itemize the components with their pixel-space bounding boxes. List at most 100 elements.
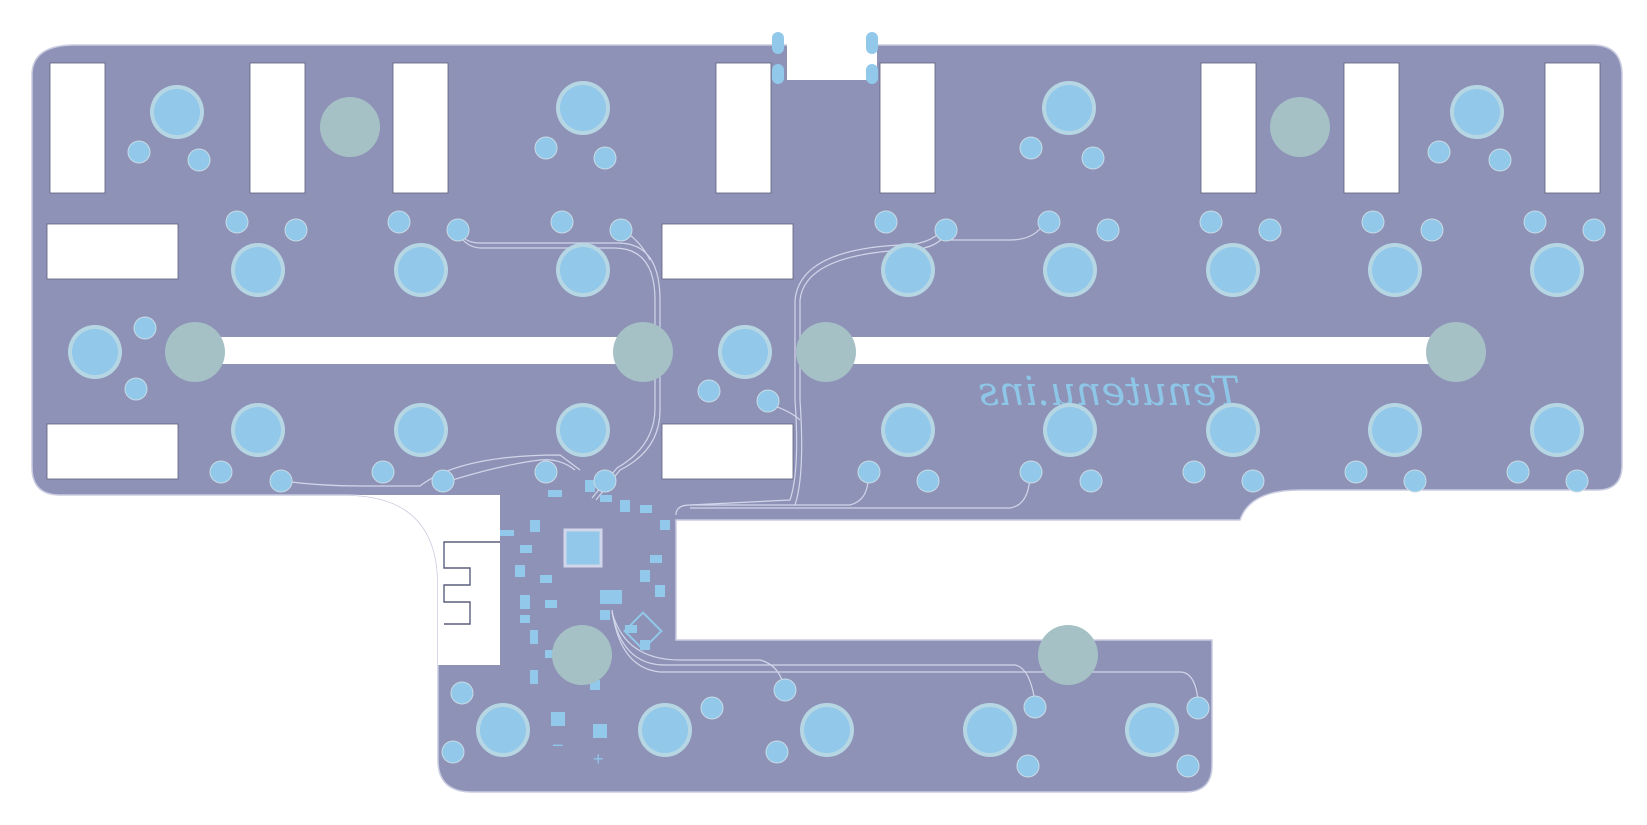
switch-pad	[1047, 247, 1093, 293]
switch-pad	[885, 247, 931, 293]
switch-pin-pad	[1258, 218, 1282, 242]
switch-pin-pad	[1241, 469, 1265, 493]
switch-pin-pad	[431, 469, 455, 493]
cutout-slot	[46, 223, 179, 280]
switch-pad	[398, 407, 444, 453]
switch-pads	[68, 81, 1606, 778]
switch-pin-pad	[1182, 460, 1206, 484]
switch-pin-pad	[700, 696, 724, 720]
mount-holes	[165, 97, 1486, 685]
switch-pin-pad	[1427, 140, 1451, 164]
mount-hole	[552, 625, 612, 685]
switch-pin-pad	[765, 740, 789, 764]
cutouts	[46, 62, 1601, 480]
switch-pin-pad	[1488, 148, 1512, 172]
switch-pad	[560, 407, 606, 453]
switch-pad	[1047, 407, 1093, 453]
switch-pin-pad	[1361, 210, 1385, 234]
antenna-icon	[443, 541, 500, 625]
mount-hole	[1426, 322, 1486, 382]
regulator	[623, 611, 663, 651]
mount-hole	[165, 322, 225, 382]
switch-pin-pad	[874, 210, 898, 234]
switch-pin-pad	[1199, 210, 1223, 234]
board-outline	[31, 44, 1623, 793]
cutout-slot	[715, 62, 772, 194]
switch-pin-pad	[1186, 696, 1210, 720]
switch-pin-pad	[127, 140, 151, 164]
switch-pin-pad	[1506, 460, 1530, 484]
switch-pin-pad	[1420, 218, 1444, 242]
switch-pin-pad	[593, 146, 617, 170]
switch-pin-pad	[284, 218, 308, 242]
cutout-slot	[46, 423, 179, 480]
switch-pad	[1046, 85, 1092, 131]
switch-pin-pad	[387, 210, 411, 234]
switch-pin-pad	[593, 469, 617, 493]
switch-pin-pad	[1037, 210, 1061, 234]
switch-pad	[1454, 89, 1500, 135]
switch-pin-pad	[1023, 695, 1047, 719]
switch-pin-pad	[1523, 210, 1547, 234]
switch-pin-pad	[1344, 460, 1368, 484]
switch-pin-pad	[1016, 754, 1040, 778]
stabilizer-slot	[848, 337, 1456, 364]
antenna-area	[345, 495, 500, 665]
switch-pin-pad	[371, 460, 395, 484]
usb-connector	[772, 32, 878, 84]
mount-hole	[1038, 625, 1098, 685]
cutout-slot	[249, 62, 306, 194]
polarity-minus: −	[552, 735, 564, 757]
switch-pad	[642, 707, 688, 753]
switch-pin-pad	[225, 210, 249, 234]
switch-pad	[560, 85, 606, 131]
mount-hole	[320, 97, 380, 157]
mount-hole	[1270, 97, 1330, 157]
switch-pad	[1372, 247, 1418, 293]
battery-pad-minus	[551, 712, 565, 726]
cutout-slot	[1200, 62, 1257, 194]
cutout-slot	[661, 423, 794, 480]
switch-pin-pad	[209, 460, 233, 484]
switch-pin-pad	[916, 469, 940, 493]
switch-pad	[398, 247, 444, 293]
switch-pad	[480, 707, 526, 753]
switch-pin-pad	[1019, 136, 1043, 160]
switch-pad	[1534, 247, 1580, 293]
switch-pad	[1129, 707, 1175, 753]
cutout-slot	[879, 62, 936, 194]
signature-icon: Tenutenu.ins	[978, 369, 1240, 415]
mount-hole	[796, 322, 856, 382]
battery-pad-plus	[593, 724, 607, 738]
switch-pin-pad	[697, 379, 721, 403]
switch-pin-pad	[534, 460, 558, 484]
switch-pin-pad	[1403, 469, 1427, 493]
switch-pin-pad	[1582, 218, 1606, 242]
switch-pin-pad	[1176, 754, 1200, 778]
switch-pin-pad	[609, 218, 633, 242]
switch-pin-pad	[441, 740, 465, 764]
cutout-slot	[392, 62, 449, 194]
cutout-slot	[1544, 62, 1601, 194]
switch-pin-pad	[1096, 218, 1120, 242]
switch-pin-pad	[1079, 469, 1103, 493]
switch-pad	[1372, 407, 1418, 453]
switch-pin-pad	[446, 218, 470, 242]
mount-hole	[613, 322, 673, 382]
switch-pad	[235, 247, 281, 293]
switch-pin-pad	[1019, 460, 1043, 484]
cutout-slot	[661, 223, 794, 280]
switch-pin-pad	[1081, 146, 1105, 170]
switch-pin-pad	[534, 136, 558, 160]
switch-pin-pad	[756, 389, 780, 413]
switch-pin-pad	[269, 469, 293, 493]
switch-pin-pad	[934, 218, 958, 242]
switch-pin-pad	[550, 210, 574, 234]
switch-pad	[1210, 247, 1256, 293]
switch-pin-pad	[450, 681, 474, 705]
switch-pin-pad	[187, 148, 211, 172]
switch-pad	[154, 89, 200, 135]
switch-pad	[1210, 407, 1256, 453]
switch-pad	[235, 407, 281, 453]
